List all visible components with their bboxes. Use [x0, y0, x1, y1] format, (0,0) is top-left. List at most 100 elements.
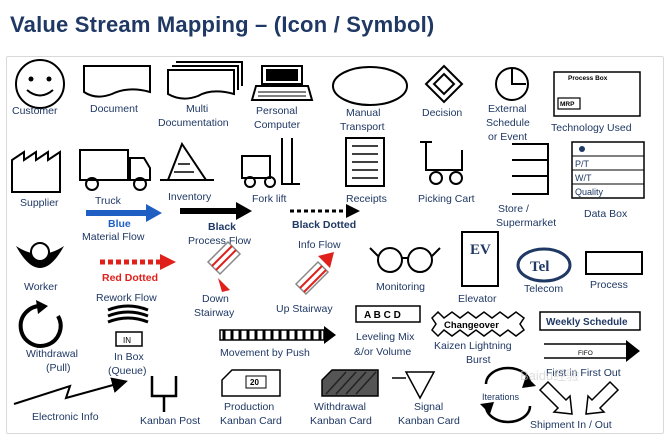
iterations-icon [480, 366, 536, 424]
black-process-flow-arrow [180, 202, 252, 220]
tech-box-title: Process Box [568, 75, 608, 82]
supplier-label: Supplier [20, 197, 59, 209]
multi-label-1: Multi [186, 103, 208, 115]
blue-label-2: Material Flow [82, 231, 145, 243]
kanban-post-icon [150, 376, 178, 412]
prod-label-2: Kanban Card [220, 415, 282, 427]
down-stairway-icon [206, 240, 242, 292]
electronic-info-arrow [13, 377, 128, 405]
in-box-queue-icon: IN [107, 304, 149, 347]
withdrawal-kanban-icon [321, 369, 379, 397]
withdrawal-label-2: (Pull) [46, 362, 71, 374]
black-dotted-label: Black Dotted [292, 219, 356, 231]
databox-row-quality: Quality [575, 187, 604, 197]
document-icon [83, 65, 151, 98]
down-label-2: Stairway [194, 307, 235, 319]
telecom-label: Telecom [524, 283, 563, 295]
blue-material-flow-arrow [86, 204, 162, 222]
red-dotted-label: Red Dotted [102, 272, 158, 284]
inventory-label: Inventory [168, 191, 212, 203]
pc-label-1: Personal [256, 105, 297, 117]
tel-text: Tel [530, 259, 549, 275]
blue-label-1: Blue [108, 218, 131, 230]
signal-label-2: Kanban Card [398, 415, 460, 427]
technology-box-icon: Process Box MRP [553, 71, 641, 117]
inventory-icon [160, 141, 214, 181]
fifo-label: First in First Out [546, 367, 621, 379]
up-label: Up Stairway [276, 303, 333, 315]
wd-label-1: Withdrawal [314, 401, 366, 413]
kaizen-label-1: Kaizen Lightning [434, 340, 512, 352]
tech-box-mrp: MRP [560, 101, 575, 108]
worker-icon [16, 242, 64, 268]
ext-label-2: Schedule [486, 117, 530, 129]
process-label: Process [590, 279, 628, 291]
decision-icon [424, 64, 464, 104]
tech-label: Technology Used [551, 122, 632, 134]
store-label-2: Supermarket [496, 217, 556, 229]
inbox-label-1: In Box [114, 351, 145, 363]
signal-kanban-icon [392, 371, 436, 400]
black-label-2: Process Flow [188, 235, 251, 247]
databox-row-wt: W/T [575, 173, 592, 183]
external-schedule-icon [495, 67, 529, 101]
manual-label-1: Manual [346, 107, 380, 119]
abcd-text: A B C D [364, 310, 401, 321]
manual-transport-icon [332, 66, 408, 106]
iterations-label: Iterations [482, 392, 520, 402]
ext-label-3: or Event [488, 131, 527, 143]
watermark: Baidu经验 [520, 368, 579, 383]
withdrawal-pull-icon [18, 300, 63, 348]
process-icon [585, 251, 643, 275]
monitoring-label: Monitoring [376, 281, 425, 293]
supplier-icon [11, 150, 61, 193]
multi-documentation-icon [167, 61, 243, 100]
truck-label: Truck [95, 195, 122, 207]
wd-label-2: Kanban Card [310, 415, 372, 427]
monitoring-icon [369, 247, 441, 273]
withdrawal-label-1: Withdrawal [26, 348, 78, 360]
electronic-label: Electronic Info [32, 411, 99, 423]
fifo-lane-icon: FIFO [544, 340, 640, 362]
level-label-1: Leveling Mix [356, 331, 415, 343]
push-label: Movement by Push [220, 347, 310, 359]
fifo-tag: FIFO [578, 350, 593, 357]
inbox-label-2: (Queue) [108, 365, 147, 377]
elevator-label: Elevator [458, 293, 497, 305]
picking-cart-icon [420, 141, 463, 185]
picking-cart-label: Picking Cart [418, 193, 475, 205]
production-kanban-icon: 20 [221, 369, 281, 397]
level-label-2: &/or Volume [354, 346, 411, 358]
data-box-icon: P/T W/T Quality [571, 141, 645, 199]
rework-label: Rework Flow [96, 292, 157, 304]
pc-label-2: Computer [254, 119, 301, 131]
telecom-icon: Tel [516, 247, 572, 283]
kanban-post-label: Kanban Post [140, 415, 200, 427]
manual-label-2: Transport [340, 121, 385, 133]
ev-text: EV [470, 242, 491, 258]
inbox-tag: IN [123, 336, 131, 345]
page-title: Value Stream Mapping – (Icon / Symbol) [10, 12, 435, 37]
black-dotted-info-arrow [290, 204, 360, 218]
document-label: Document [90, 103, 138, 115]
personal-computer-icon [250, 65, 314, 101]
shipment-label: Shipment In / Out [530, 419, 612, 431]
customer-icon [15, 59, 65, 109]
signal-label-1: Signal [414, 401, 443, 413]
black-label-1: Black [208, 221, 236, 233]
movement-by-push-arrow [219, 326, 336, 344]
databox-row-pt: P/T [575, 159, 590, 169]
forklift-icon [241, 138, 300, 188]
up-stairway-icon [294, 252, 334, 296]
info-flow-label: Info Flow [298, 239, 341, 251]
ext-label-1: External [488, 103, 527, 115]
store-label-1: Store / [498, 203, 529, 215]
leveling-box-icon: A B C D [355, 305, 421, 323]
down-label-1: Down [202, 293, 229, 305]
prod-label-1: Production [224, 401, 274, 413]
changeover-text: Changeover [444, 320, 499, 331]
prod-num: 20 [250, 378, 259, 387]
customer-label: Customer [12, 105, 58, 117]
worker-label: Worker [24, 281, 58, 293]
kaizen-label-2: Burst [466, 354, 491, 366]
